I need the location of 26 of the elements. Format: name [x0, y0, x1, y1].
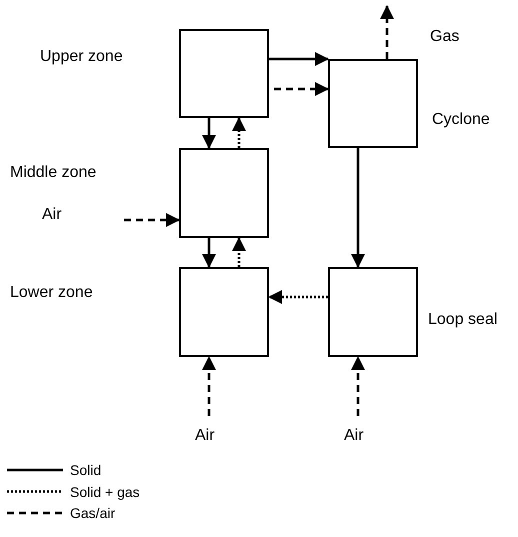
- process-box: [179, 267, 269, 357]
- legend-label: Solid: [70, 461, 102, 479]
- process-box: [179, 148, 269, 238]
- arrow: [202, 238, 216, 268]
- legend-label: Solid + gas: [70, 482, 140, 500]
- arrow: [202, 118, 216, 149]
- arrow: [124, 213, 180, 227]
- arrow: [380, 5, 394, 59]
- arrow: [232, 237, 246, 267]
- part-label: Air: [42, 206, 62, 224]
- part-label: Lower zone: [10, 284, 93, 302]
- zone-label: Cyclone: [432, 111, 490, 129]
- arrow: [269, 52, 329, 66]
- arrow: [268, 290, 328, 304]
- arrow: [351, 148, 365, 268]
- zone-label: Upper zone: [40, 48, 123, 66]
- legend-label: Gas/air: [70, 504, 116, 522]
- part-label: Gas: [430, 28, 460, 46]
- arrow: [274, 82, 329, 96]
- part-label: Middle zone: [10, 164, 96, 182]
- zone-label: Loop seal: [428, 311, 498, 329]
- arrow: [351, 356, 365, 416]
- arrow: [202, 356, 216, 416]
- input-label: Air: [344, 427, 364, 445]
- input-label: Air: [195, 427, 215, 445]
- arrow: [232, 117, 246, 148]
